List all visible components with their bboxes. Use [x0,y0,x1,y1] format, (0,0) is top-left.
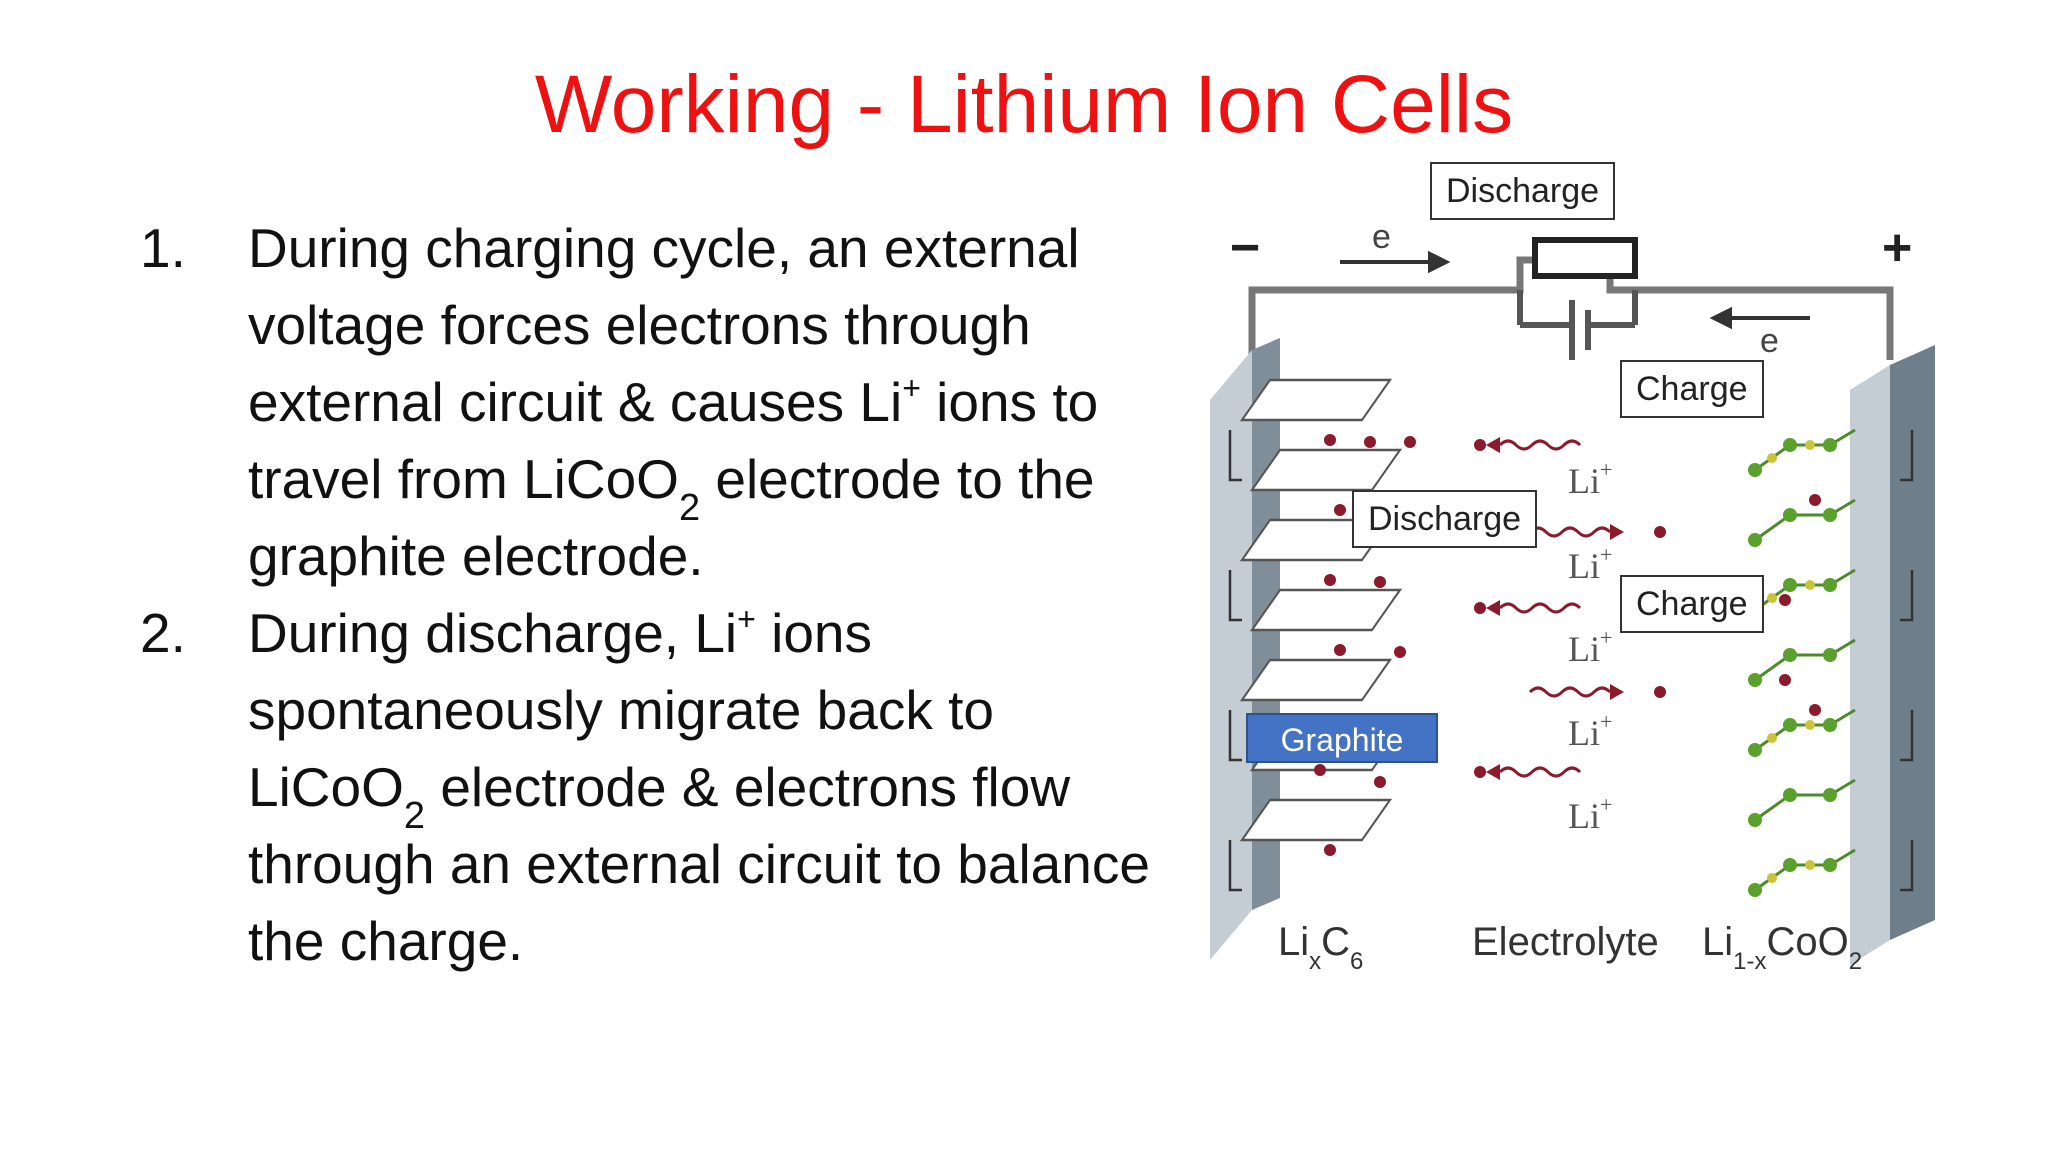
cathode-sub: 1-x [1733,948,1767,975]
li-symbol: Li [1568,461,1600,501]
ion-arrowheads [1474,437,1666,780]
electron-arrow-left-icon [1709,306,1810,330]
discharge-label-top: Discharge [1430,162,1616,220]
point-text: ions spontaneously migrate back to LiCoO [248,602,994,818]
electron-arrow-right-icon [1340,250,1451,274]
charge-label-middle: Charge [1620,575,1764,633]
slab-electron-paths [1228,430,1914,892]
li-ion-label: Li+ [1568,457,1613,502]
oxygen-atoms [1767,440,1815,883]
graphite-label: Graphite [1246,713,1438,763]
li-charge: + [1600,542,1613,567]
licoo2-layers [1754,428,1856,892]
cathode-slab-front [1850,365,1890,965]
list-number: 2. [140,602,186,664]
superscript: + [902,370,921,406]
point-text: ions to travel from LiCoO [248,371,1099,510]
battery-symbol-icon [1517,290,1638,360]
electron-label: e [1760,322,1779,360]
cathode-coo: CoO [1766,920,1849,964]
li-symbol: Li [1568,629,1600,669]
list-item: 2. During discharge, Li+ ions spontaneou… [140,595,1180,980]
slide-title: Working - Lithium Ion Cells [534,59,1514,150]
point-text: During charging cycle, an external volta… [248,217,1080,433]
ion-migration-arrows [1498,439,1612,778]
li-ion-label: Li+ [1568,709,1613,754]
li-charge: + [1600,709,1613,734]
point-text: During discharge, Li [248,602,738,664]
li-charge: + [1600,792,1613,817]
list-item: 1. During charging cycle, an external vo… [140,210,1180,595]
li-ion-label: Li+ [1568,792,1613,837]
anode-slab-front [1210,350,1252,960]
anode-c: C [1321,920,1351,964]
anode-sub-x: x [1309,948,1322,975]
point-text: electrode to the graphite electrode. [248,448,1095,587]
charge-label-top: Charge [1620,360,1764,418]
li-symbol: Li [1568,546,1600,586]
li-ion-label: Li+ [1568,625,1613,670]
li-symbol: Li [1568,796,1600,836]
cobalt-oxide-atoms [1748,438,1837,897]
cathode-sub-2: 2 [1848,948,1863,975]
li-ion-label: Li+ [1568,542,1613,587]
li-charge: + [1600,457,1613,482]
list-number: 1. [140,217,186,279]
cathode-slab-side [1890,345,1935,940]
electrolyte-label: Electrolyte [1472,920,1659,964]
superscript: + [737,601,756,637]
positive-terminal-sign: + [1882,219,1913,277]
electron-label: e [1372,218,1391,256]
point-text: electrode & electrons flow through an ex… [248,756,1150,972]
anode-sub-6: 6 [1350,948,1364,975]
subscript: 2 [678,487,701,529]
cathode-formula: Li1-xCoO2 [1702,920,1862,974]
subscript: 2 [403,795,426,837]
battery-diagram-drawing [1210,237,1935,965]
li-charge: + [1600,625,1613,650]
negative-terminal-sign: − [1230,219,1261,277]
li-symbol: Li [1568,713,1600,753]
explanation-list: 1. During charging cycle, an external vo… [140,210,1180,980]
cathode-li: Li [1702,920,1734,964]
anode-formula: LixC6 [1278,920,1363,974]
discharge-label-middle: Discharge [1352,490,1538,548]
resistor-icon [1532,237,1638,279]
battery-diagram: − + e e Discharge Charge Discharge Charg… [1190,150,1970,1010]
anode-li: Li [1278,920,1310,964]
